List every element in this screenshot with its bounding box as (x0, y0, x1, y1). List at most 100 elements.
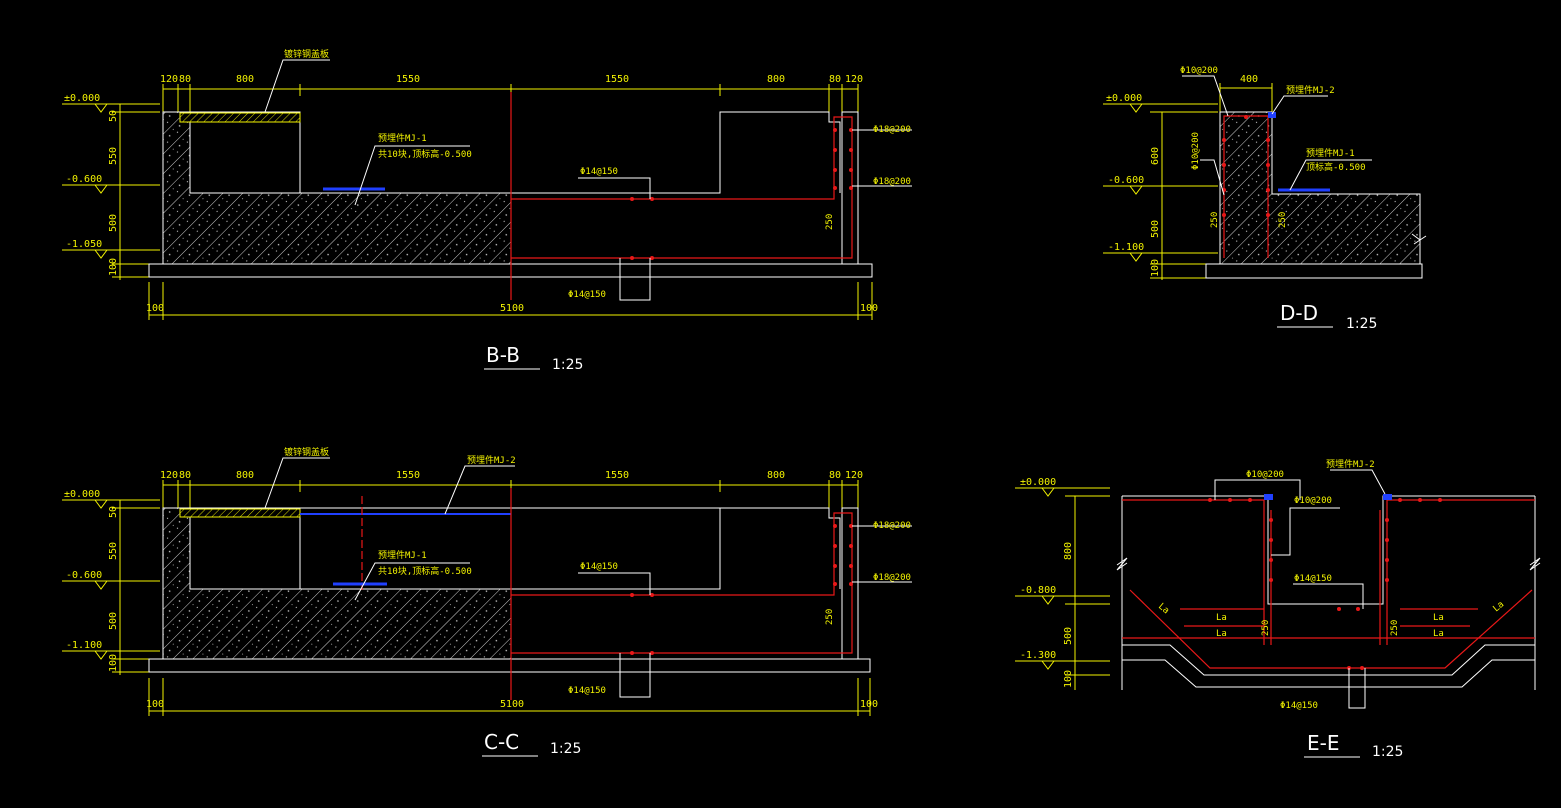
cc-top-dim-1: 120 (160, 470, 178, 481)
cc-scale: 1:25 (550, 741, 581, 757)
dd-callout-embed2: 预埋件MJ-2 (1286, 84, 1335, 96)
cc-title: C-C (484, 730, 519, 754)
dd-elev-top: ±0.000 (1106, 93, 1142, 104)
bb-top-dim-3: 800 (236, 74, 254, 85)
dd-dim-250a: 250 (1210, 212, 1220, 228)
ee-elev-bot: -1.300 (1020, 650, 1056, 661)
bb-rebar-wall-2: Φ18@200 (873, 177, 911, 187)
ee-elev-mid: -0.800 (1020, 585, 1056, 596)
bb-top-dim-6: 800 (767, 74, 785, 85)
cc-bottom-dim-1: 100 (146, 699, 164, 710)
bb-top-dim-8: 120 (845, 74, 863, 85)
cc-top-dim-8: 120 (845, 470, 863, 481)
dd-rebar-top: Φ10@200 (1180, 66, 1218, 76)
bb-elev-bot: -1.050 (66, 239, 102, 250)
dd-left-dim-2: 500 (1150, 220, 1161, 238)
ee-embed-right (1383, 494, 1392, 500)
cc-elev-bot: -1.100 (66, 640, 102, 651)
cc-left-dim-3: 500 (108, 612, 119, 630)
bb-left-dim-1: 50 (108, 110, 119, 122)
dd-callout-embed-note: 顶标高-0.500 (1306, 161, 1366, 173)
cc-top-dim-3: 800 (236, 470, 254, 481)
ee-rebar-slab: Φ14@150 (1294, 574, 1332, 584)
cc-elev-mid: -0.600 (66, 570, 102, 581)
section-dd: 400 ±0.000 -0.600 -1.100 600 500 100 Φ10… (1103, 66, 1427, 332)
bb-top-dim-7: 80 (829, 74, 841, 85)
bb-bottom-dim-2: 5100 (500, 303, 524, 314)
bb-bottom-dim-3: 100 (860, 303, 878, 314)
bb-title: B-B (486, 343, 520, 367)
cc-top-dim-6: 800 (767, 470, 785, 481)
ee-la-5: La (1156, 602, 1171, 617)
cc-rebar-wall-1: Φ18@200 (873, 521, 911, 531)
cc-bottom-dim-2: 5100 (500, 699, 524, 710)
dd-callout-embed: 预埋件MJ-1 (1306, 147, 1355, 159)
cc-top-dim-7: 80 (829, 470, 841, 481)
bb-callout-cover: 镀锌钢盖板 (284, 48, 329, 60)
ee-la-6: La (1492, 600, 1507, 615)
bb-scale: 1:25 (552, 357, 583, 373)
bb-callout-embed-note: 共10块,顶标高-0.500 (378, 148, 472, 160)
ee-dim-250b: 250 (1390, 620, 1400, 636)
ee-elev-top: ±0.000 (1020, 477, 1056, 488)
cc-elev-top: ±0.000 (64, 489, 100, 500)
ee-rebar-base: Φ14@150 (1280, 701, 1318, 711)
ee-scale: 1:25 (1372, 744, 1403, 760)
bb-left-dim-3: 500 (108, 214, 119, 232)
bb-top-dim-2: 80 (179, 74, 191, 85)
bb-rebar-wall-1: Φ18@200 (873, 125, 911, 135)
section-cc: 120 80 800 1550 1550 800 80 120 ±0.000 -… (62, 446, 912, 757)
cc-rebar-base: Φ14@150 (568, 686, 606, 696)
cc-left-dim-1: 50 (108, 506, 119, 518)
bb-elev-mid: -0.600 (66, 174, 102, 185)
bb-top-dim-4: 1550 (396, 74, 420, 85)
ee-la-3: La (1433, 613, 1444, 623)
cc-cover-plate (179, 508, 301, 518)
cc-top-dim-5: 1550 (605, 470, 629, 481)
cc-top-dim-2: 80 (179, 470, 191, 481)
section-ee: ±0.000 -0.800 -1.300 800 500 100 (1015, 458, 1541, 760)
dd-elev-bot: -1.100 (1108, 242, 1144, 253)
cc-rebar-wall-2: Φ18@200 (873, 573, 911, 583)
ee-title: E-E (1307, 731, 1340, 755)
cc-top-dim-4: 1550 (396, 470, 420, 481)
bb-top-dim-1: 120 (160, 74, 178, 85)
bb-callout-embed: 预埋件MJ-1 (378, 132, 427, 144)
bb-dim-250: 250 (825, 214, 835, 230)
ee-dim-250a: 250 (1261, 620, 1271, 636)
bb-top-dim-5: 1550 (605, 74, 629, 85)
dd-left-dim-1: 600 (1150, 147, 1161, 165)
dd-scale: 1:25 (1346, 316, 1377, 332)
dd-rebar-side: Φ10@200 (1191, 132, 1201, 170)
ee-rebar-mid: Φ10@200 (1294, 496, 1332, 506)
bb-elev-top: ±0.000 (64, 93, 100, 104)
dd-title: D-D (1280, 301, 1318, 325)
section-bb: 120 80 800 1550 1550 800 80 120 ±0.000 -… (62, 48, 912, 373)
ee-left-dim-1: 800 (1063, 542, 1074, 560)
ee-rebar-top: Φ10@200 (1246, 470, 1284, 480)
cc-dim-250: 250 (825, 609, 835, 625)
ee-callout-embed2: 预埋件MJ-2 (1326, 458, 1375, 470)
ee-embed-left (1264, 494, 1273, 500)
bb-rebar-base: Φ14@150 (568, 290, 606, 300)
dd-top-dim: 400 (1240, 74, 1258, 85)
cc-left-dim-4: 100 (108, 654, 119, 672)
cc-rebar-slab: Φ14@150 (580, 562, 618, 572)
cc-left-dim-2: 550 (108, 542, 119, 560)
dd-embed-corner (1268, 112, 1276, 118)
cc-base-slab (148, 658, 871, 673)
ee-left-dim-2: 500 (1063, 627, 1074, 645)
dd-dim-250b: 250 (1278, 212, 1288, 228)
bb-bottom-dim-1: 100 (146, 303, 164, 314)
bb-rebar-slab: Φ14@150 (580, 167, 618, 177)
cc-callout-embed2: 预埋件MJ-2 (467, 454, 516, 466)
bb-left-dim-2: 550 (108, 147, 119, 165)
ee-la-2: La (1216, 629, 1227, 639)
bb-cover-plate (179, 112, 301, 123)
cc-callout-embed-note: 共10块,顶标高-0.500 (378, 565, 472, 577)
bb-left-dim-4: 100 (108, 258, 119, 276)
ee-la-1: La (1216, 613, 1227, 623)
cc-callout-cover: 镀锌钢盖板 (284, 446, 329, 458)
cc-bottom-dim-3: 100 (860, 699, 878, 710)
